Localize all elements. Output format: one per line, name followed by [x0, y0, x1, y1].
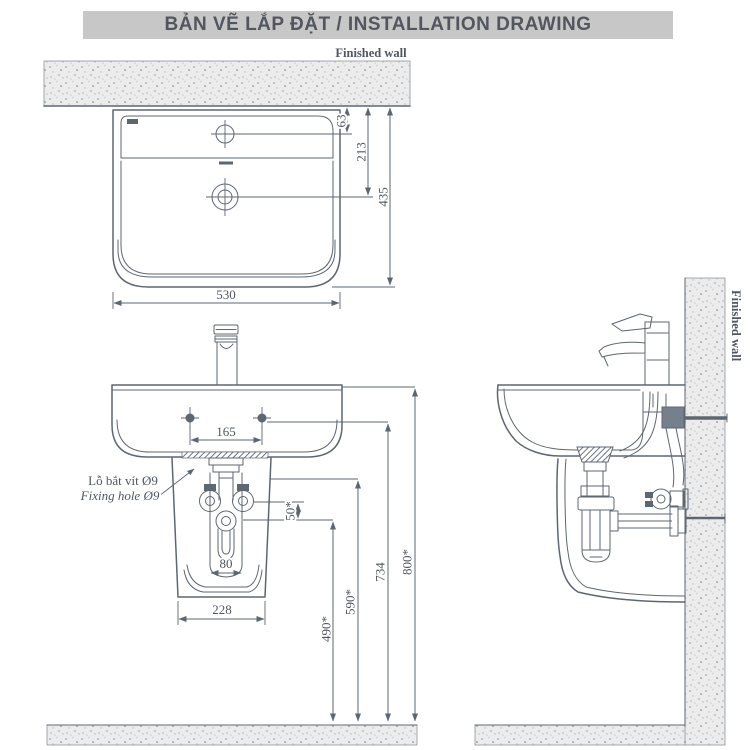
basin-plan-outline — [112, 109, 341, 288]
fixing-holes — [181, 407, 271, 429]
wall-band-top — [43, 60, 411, 107]
basin-front-outline — [111, 384, 343, 458]
dim-80: 80 — [220, 556, 233, 571]
finished-wall-label-side: Finished wall — [729, 290, 743, 362]
fixing-hole-note-vi: Lỗ bắt vít Ø9 — [88, 473, 158, 488]
finished-wall-label-top: Finished wall — [335, 46, 407, 60]
dim-435: 435 — [376, 187, 391, 207]
dim-590: 590* — [343, 589, 358, 615]
bottle-trap-side — [576, 446, 726, 563]
faucet-hole — [211, 120, 352, 148]
joint-hatch — [181, 451, 269, 459]
half-pedestal-front — [171, 457, 272, 598]
drain-hole — [206, 178, 373, 216]
floor-band-side — [474, 724, 686, 746]
dim-165: 165 — [216, 424, 236, 439]
logo-mark — [127, 119, 138, 124]
faucet-front — [213, 324, 239, 386]
floor-band-front — [46, 724, 418, 746]
dim-490: 490* — [319, 616, 334, 642]
waste-assembly-front — [199, 457, 254, 578]
fixing-hole-note-en: Fixing hole Ø9 — [80, 488, 160, 503]
front-view: 165 — [46, 324, 418, 746]
wall-band-side — [684, 277, 726, 746]
dim-734: 734 — [373, 562, 388, 582]
side-view: Finished wall — [474, 277, 745, 746]
half-pedestal-side — [556, 458, 686, 603]
dim-50: 50* — [283, 501, 298, 521]
dim-213: 213 — [354, 142, 369, 162]
plan-view: 63 213 435 530 Finished wall — [43, 44, 411, 309]
dim-530: 530 — [216, 287, 236, 302]
basin-side-section — [496, 384, 686, 459]
faucet-side — [598, 313, 670, 386]
dim-63: 63 — [334, 115, 349, 128]
page-title: BẢN VẼ LẮP ĐẶT / INSTALLATION DRAWING — [83, 11, 673, 39]
dim-800: 800* — [400, 549, 415, 575]
dim-228: 228 — [212, 602, 232, 617]
fixing-hole-leader — [158, 468, 195, 497]
supply-line-side — [645, 406, 728, 510]
